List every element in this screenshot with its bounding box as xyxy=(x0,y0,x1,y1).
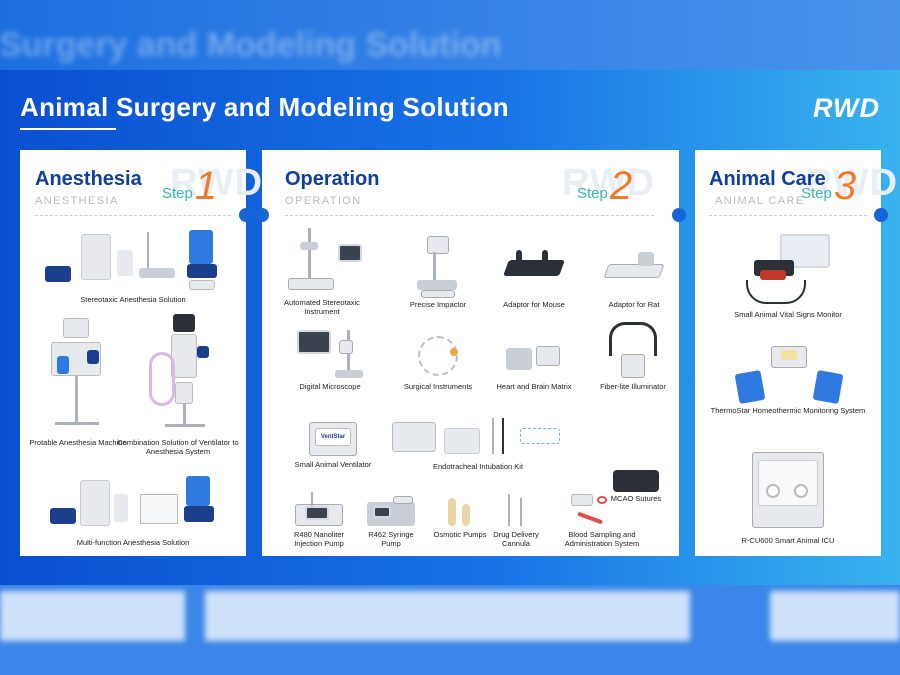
product-caption: Surgical Instruments xyxy=(403,382,473,391)
panel-subtitle: ANESTHESIA xyxy=(35,195,119,207)
device-image xyxy=(603,320,663,382)
product-caption: Blood Sampling and Administration System xyxy=(564,530,640,548)
product-caption: Fiber-lite Illuminator xyxy=(600,382,666,391)
device-image xyxy=(388,414,588,462)
watermark-logo: RWD xyxy=(562,162,656,204)
product-caption: Osmotic Pumps xyxy=(433,530,487,539)
product-fiber-lite-illuminator[interactable]: Fiber-lite Illuminator xyxy=(588,320,678,391)
panel-animal-care: RWD Animal Care ANIMAL CARE Step 3 Small… xyxy=(695,150,897,556)
product-caption: ThermoStar Homeothermic Monitoring Syste… xyxy=(710,406,866,415)
panel-subtitle: OPERATION xyxy=(285,195,362,207)
device-image xyxy=(502,244,566,300)
panel-title: Anesthesia xyxy=(35,168,142,190)
product-caption: Adaptor for Mouse xyxy=(503,300,565,309)
product-r480-nanoliter-injection-pump[interactable]: R480 Nanoliter Injection Pump xyxy=(284,492,354,548)
device-image xyxy=(602,244,666,300)
product-caption: R480 Nanoliter Injection Pump xyxy=(293,530,345,548)
product-r-cu600-smart-animal-icu[interactable]: R-CU600 Smart Animal ICU xyxy=(703,448,873,545)
panel-operation: RWD Operation OPERATION Step 2 Automated… xyxy=(255,150,686,556)
product-caption: MCAO Sutures xyxy=(610,494,662,503)
device-image xyxy=(143,312,213,436)
product-caption: Endotracheal Intubation Kit xyxy=(432,462,524,471)
watermark-logo: RWD xyxy=(805,162,899,204)
product-precise-impactor[interactable]: Precise Impactor xyxy=(398,234,478,309)
product-small-animal-ventilator[interactable]: VentStar Small Animal Ventilator xyxy=(288,418,378,469)
footer-background xyxy=(0,585,900,675)
product-caption: Digital Microscope xyxy=(299,382,361,391)
product-osmotic-pumps[interactable]: Osmotic Pumps xyxy=(432,490,488,539)
product-caption: R-CU600 Smart Animal ICU xyxy=(741,536,835,545)
panel-subtitle: ANIMAL CARE xyxy=(715,195,805,207)
device-image xyxy=(567,490,637,530)
device-image xyxy=(363,492,419,530)
device-image xyxy=(291,492,347,530)
ventilator-screen: VentStar xyxy=(315,428,351,446)
product-small-animal-vital-signs-monitor[interactable]: Small Animal Vital Signs Monitor xyxy=(703,232,873,319)
product-portable-anesthesia-machine[interactable]: Protable Anesthesia Machine xyxy=(28,316,128,447)
product-r462-syringe-pump[interactable]: R462 Syringe Pump xyxy=(360,492,422,548)
device-image: VentStar xyxy=(305,418,361,460)
device-image xyxy=(611,468,661,494)
product-caption: Heart and Brain Matrix xyxy=(496,382,572,391)
product-caption: Small Animal Ventilator xyxy=(294,460,372,469)
product-thermostar-homeothermic-monitoring-system[interactable]: ThermoStar Homeothermic Monitoring Syste… xyxy=(703,344,873,415)
product-caption: Automated Stereotaxic Instrument xyxy=(284,298,360,316)
panel-title: Animal Care xyxy=(709,168,826,190)
step-indicator: Step 3 xyxy=(801,164,857,208)
device-image xyxy=(440,490,480,530)
product-caption: Precise Impactor xyxy=(409,300,467,309)
blurred-title: l Surgery and Modeling Solution xyxy=(0,26,502,64)
rwd-logo: RWD xyxy=(813,93,880,123)
product-caption: Protable Anesthesia Machine xyxy=(29,438,127,447)
device-image xyxy=(48,476,218,534)
product-caption: Drug Delivery Cannula xyxy=(493,530,539,548)
product-caption: Small Animal Vital Signs Monitor xyxy=(734,310,842,319)
device-image xyxy=(502,340,566,382)
panel-title: Operation xyxy=(285,168,380,190)
watermark-logo: RWD xyxy=(170,162,264,204)
device-image xyxy=(282,226,362,298)
product-multi-function-anesthesia-solution[interactable]: Multi-function Anesthesia Solution xyxy=(30,476,236,547)
device-image xyxy=(496,490,536,530)
product-heart-and-brain-matrix[interactable]: Heart and Brain Matrix xyxy=(494,340,574,391)
product-blood-sampling-and-administration-system[interactable]: Blood Sampling and Administration System xyxy=(552,490,652,548)
product-ventilator-anesthesia-combination[interactable]: Combination Solution of Ventilator to An… xyxy=(116,312,240,456)
product-stereotaxic-anesthesia-solution[interactable]: Stereotaxic Anesthesia Solution xyxy=(30,228,236,304)
device-image xyxy=(413,234,463,300)
page-title: Animal Surgery and Modeling Solution xyxy=(20,92,509,122)
product-digital-microscope[interactable]: Digital Microscope xyxy=(290,326,370,391)
connector-dot xyxy=(239,208,253,222)
product-drug-delivery-cannula[interactable]: Drug Delivery Cannula xyxy=(484,490,548,548)
connector-dot xyxy=(255,208,269,222)
product-endotracheal-intubation-kit[interactable]: Endotracheal Intubation Kit xyxy=(388,414,588,471)
step-indicator: Step 2 xyxy=(577,164,633,208)
connector-dot xyxy=(672,208,686,222)
header-background: l Surgery and Modeling Solution xyxy=(0,0,900,70)
device-image xyxy=(295,326,365,382)
product-automated-stereotaxic-instrument[interactable]: Automated Stereotaxic Instrument xyxy=(282,226,362,316)
product-caption: Stereotaxic Anesthesia Solution xyxy=(80,295,186,304)
product-adaptor-for-rat[interactable]: Adaptor for Rat xyxy=(594,244,674,309)
product-caption: Combination Solution of Ventilator to An… xyxy=(117,438,239,456)
connector-dot xyxy=(874,208,888,222)
device-image xyxy=(740,232,836,310)
step-indicator: Step 1 xyxy=(162,164,218,208)
product-caption: R462 Syringe Pump xyxy=(368,530,414,548)
device-image xyxy=(748,448,828,536)
product-surgical-instruments[interactable]: Surgical Instruments xyxy=(398,334,478,391)
divider xyxy=(709,215,867,216)
product-adaptor-for-mouse[interactable]: Adaptor for Mouse xyxy=(494,244,574,309)
divider xyxy=(35,215,231,216)
title-underline xyxy=(20,128,116,130)
panel-anesthesia: RWD Anesthesia ANESTHESIA Step 1 Stereot… xyxy=(20,150,262,556)
divider xyxy=(285,215,654,216)
product-caption: Multi-function Anesthesia Solution xyxy=(76,538,190,547)
product-caption: Adaptor for Rat xyxy=(608,300,660,309)
product-mcao-sutures[interactable]: MCAO Sutures xyxy=(604,468,668,503)
device-image xyxy=(43,316,113,436)
device-image xyxy=(43,228,223,292)
device-image xyxy=(733,344,844,406)
device-image xyxy=(408,334,468,382)
